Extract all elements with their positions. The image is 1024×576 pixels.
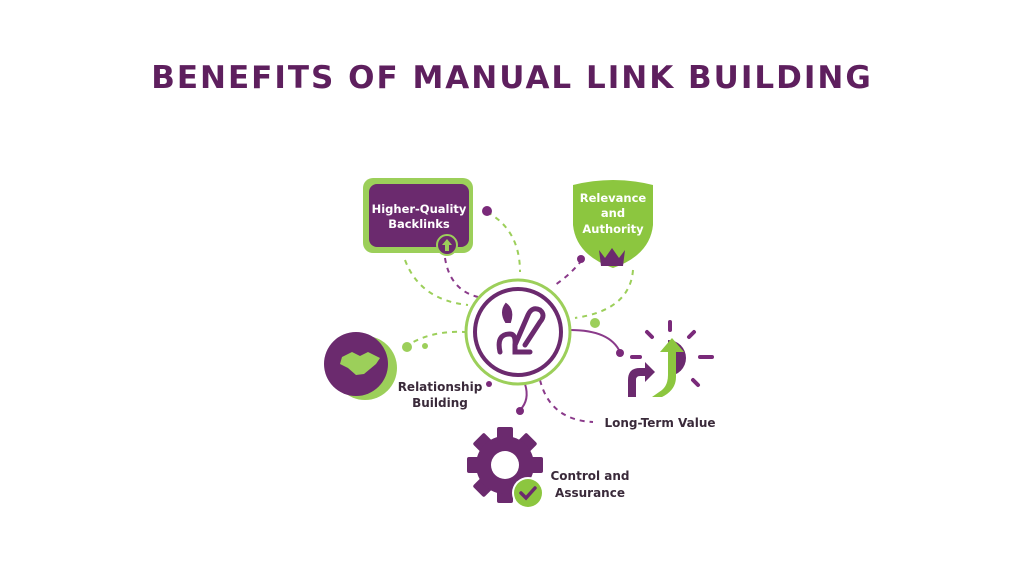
benefit-label: Control and	[550, 469, 629, 483]
benefit-label: and	[601, 206, 625, 220]
benefit-label: Relevance	[580, 191, 647, 205]
benefit-label: Authority	[582, 222, 644, 236]
benefit-higher-quality-backlinks: Higher-Quality Backlinks	[363, 178, 473, 256]
handshake-icon	[340, 352, 380, 375]
benefit-long-term-value: Long-Term Value	[604, 320, 716, 430]
benefit-control-assurance: Control and Assurance	[467, 427, 630, 509]
benefit-label: Higher-Quality	[372, 202, 467, 216]
benefit-label: Long-Term Value	[604, 416, 715, 430]
crown-icon	[599, 248, 625, 266]
center-hub	[464, 278, 572, 386]
gear-check-icon	[467, 427, 544, 509]
page-title: BENEFITS OF MANUAL LINK BUILDING	[151, 60, 873, 96]
benefit-relationship-building: Relationship Building	[324, 332, 483, 410]
growth-arrow-icon	[628, 320, 714, 397]
connectors	[402, 206, 634, 423]
arrow-up-icon	[436, 234, 458, 256]
benefit-label: Building	[412, 396, 468, 410]
benefit-label: Assurance	[555, 486, 625, 500]
benefit-label: Backlinks	[388, 217, 450, 231]
plant-link-icon	[496, 302, 546, 355]
benefit-relevance-authority: Relevance and Authority	[573, 180, 653, 268]
benefit-label: Relationship	[398, 380, 483, 394]
